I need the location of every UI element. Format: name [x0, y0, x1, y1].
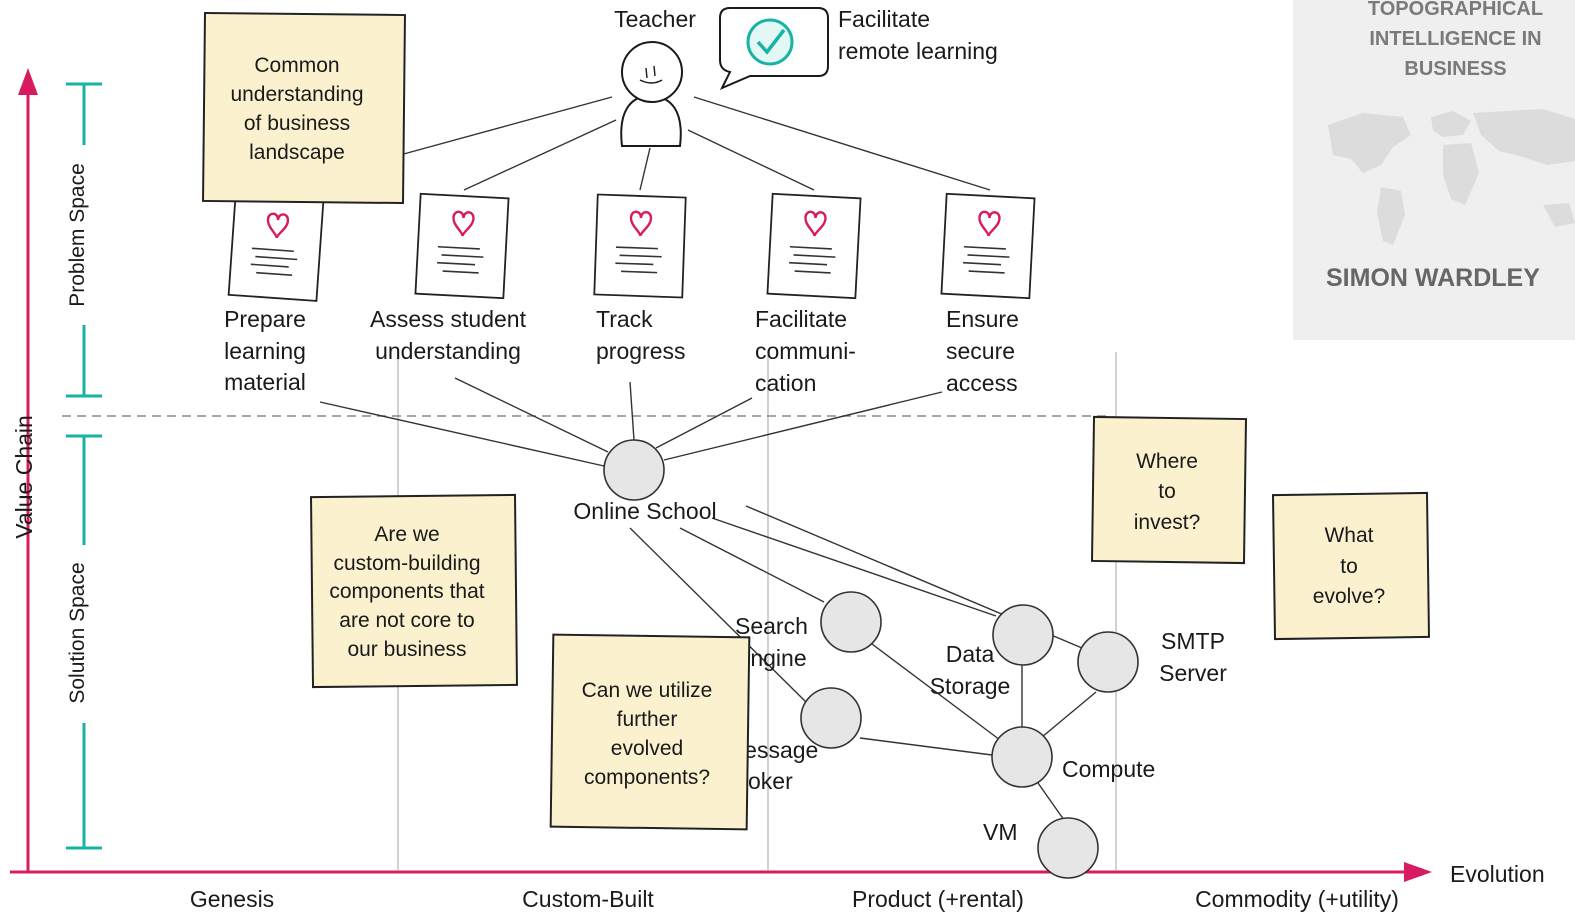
need-label-line: Facilitate	[755, 306, 847, 332]
teacher-icon	[620, 41, 683, 147]
need-track-label: Track progress	[596, 306, 685, 364]
book-title-line: TOPOGRAPHICAL	[1367, 0, 1544, 20]
check-bubble-icon	[719, 7, 829, 90]
note-line: Are we	[374, 523, 439, 546]
data-storage-label: Storage	[930, 673, 1011, 699]
note-where-to-invest: Where to invest?	[1090, 415, 1248, 565]
need-label-line: material	[224, 369, 306, 395]
need-document-icon	[766, 192, 862, 300]
need-label-line: Assess student	[370, 306, 527, 332]
value-chain-arrowhead	[18, 68, 38, 95]
note-line: further	[617, 708, 678, 731]
book-title-line: BUSINESS	[1404, 58, 1507, 80]
book-title: TOPOGRAPHICAL INTELLIGENCE IN BUSINESS	[1293, 0, 1575, 84]
value-chain-label: Value Chain	[11, 415, 37, 539]
solution-space-label: Solution Space	[66, 562, 89, 703]
need-label-line: cation	[755, 370, 816, 396]
smtp-server-label: Server	[1159, 660, 1227, 686]
note-line: components that	[329, 580, 484, 603]
compute-label: Compute	[1062, 756, 1155, 782]
user-need-line: remote learning	[838, 38, 998, 64]
need-label-line: progress	[596, 338, 685, 364]
online-school-label: Online School	[573, 498, 716, 524]
note-custom-building: Are we custom-building components that a…	[310, 493, 518, 689]
need-label-line: learning	[224, 338, 306, 364]
need-label-line: understanding	[375, 338, 521, 364]
need-label-line: communi-	[755, 338, 856, 364]
note-line: components?	[584, 766, 710, 789]
note-line: our business	[347, 638, 466, 661]
book-cover-panel: TOPOGRAPHICAL INTELLIGENCE IN BUSINESS S…	[1293, 0, 1575, 340]
note-line: to	[1158, 480, 1176, 503]
teacher-label: Teacher	[614, 6, 696, 32]
stage-product: Product (+rental)	[852, 886, 1024, 912]
note-evolved-components: Can we utilize further evolved component…	[549, 633, 751, 831]
note-line: evolve?	[1313, 585, 1385, 608]
note-line: custom-building	[333, 552, 480, 575]
need-label-line: access	[946, 370, 1018, 396]
data-storage-label: Data	[946, 641, 995, 667]
need-document-icon	[227, 194, 325, 302]
note-line: Can we utilize	[582, 679, 713, 702]
note-line: Where	[1136, 450, 1198, 473]
need-assess-label: Assess student understanding	[370, 306, 527, 364]
component-links	[629, 505, 1097, 821]
vm-node[interactable]	[1037, 817, 1099, 879]
note-line: are not core to	[339, 609, 474, 632]
note-line: of business	[244, 112, 350, 135]
evolution-label: Evolution	[1450, 861, 1545, 887]
smtp-server-label: SMTP	[1161, 628, 1225, 654]
search-engine-label: Search	[735, 613, 808, 639]
need-document-icon	[940, 192, 1036, 300]
online-school-node[interactable]	[603, 439, 665, 501]
world-map-icon	[1328, 109, 1575, 245]
compute-node[interactable]	[991, 726, 1053, 788]
note-line: invest?	[1134, 511, 1201, 534]
note-common-understanding: Common understanding of business landsca…	[202, 11, 406, 205]
need-document-icon	[414, 192, 510, 300]
need-component-links	[319, 377, 943, 467]
need-label-line: Ensure	[946, 306, 1019, 332]
data-storage-node[interactable]	[992, 604, 1054, 666]
stage-genesis: Genesis	[190, 886, 274, 912]
need-prepare-label: Prepare learning material	[224, 306, 306, 395]
search-engine-node[interactable]	[820, 591, 882, 653]
user-need-links	[399, 96, 991, 191]
note-what-to-evolve: What to evolve?	[1271, 491, 1431, 641]
note-line: What	[1324, 524, 1373, 547]
stage-commodity: Commodity (+utility)	[1195, 886, 1399, 912]
problem-space-label: Problem Space	[66, 163, 89, 307]
user-need-line: Facilitate	[838, 6, 930, 32]
book-title-line: INTELLIGENCE IN	[1369, 28, 1542, 50]
note-line: understanding	[230, 83, 363, 106]
stage-custom-built: Custom-Built	[522, 886, 654, 912]
note-line: Common	[254, 54, 339, 77]
note-line: to	[1340, 555, 1358, 578]
message-broker-node[interactable]	[800, 687, 862, 749]
need-communication-label: Facilitate communi- cation	[755, 306, 856, 396]
evolution-arrowhead	[1404, 862, 1432, 882]
note-line: landscape	[249, 141, 345, 164]
vm-label: VM	[983, 819, 1018, 845]
book-author: SIMON WARDLEY	[1326, 264, 1540, 292]
need-label-line: secure	[946, 338, 1015, 364]
need-document-icon	[593, 193, 687, 299]
need-secure-access-label: Ensure secure access	[946, 306, 1019, 396]
need-label-line: Track	[596, 306, 653, 332]
need-label-line: Prepare	[224, 306, 306, 332]
smtp-server-node[interactable]	[1077, 631, 1139, 693]
note-line: evolved	[611, 737, 683, 760]
